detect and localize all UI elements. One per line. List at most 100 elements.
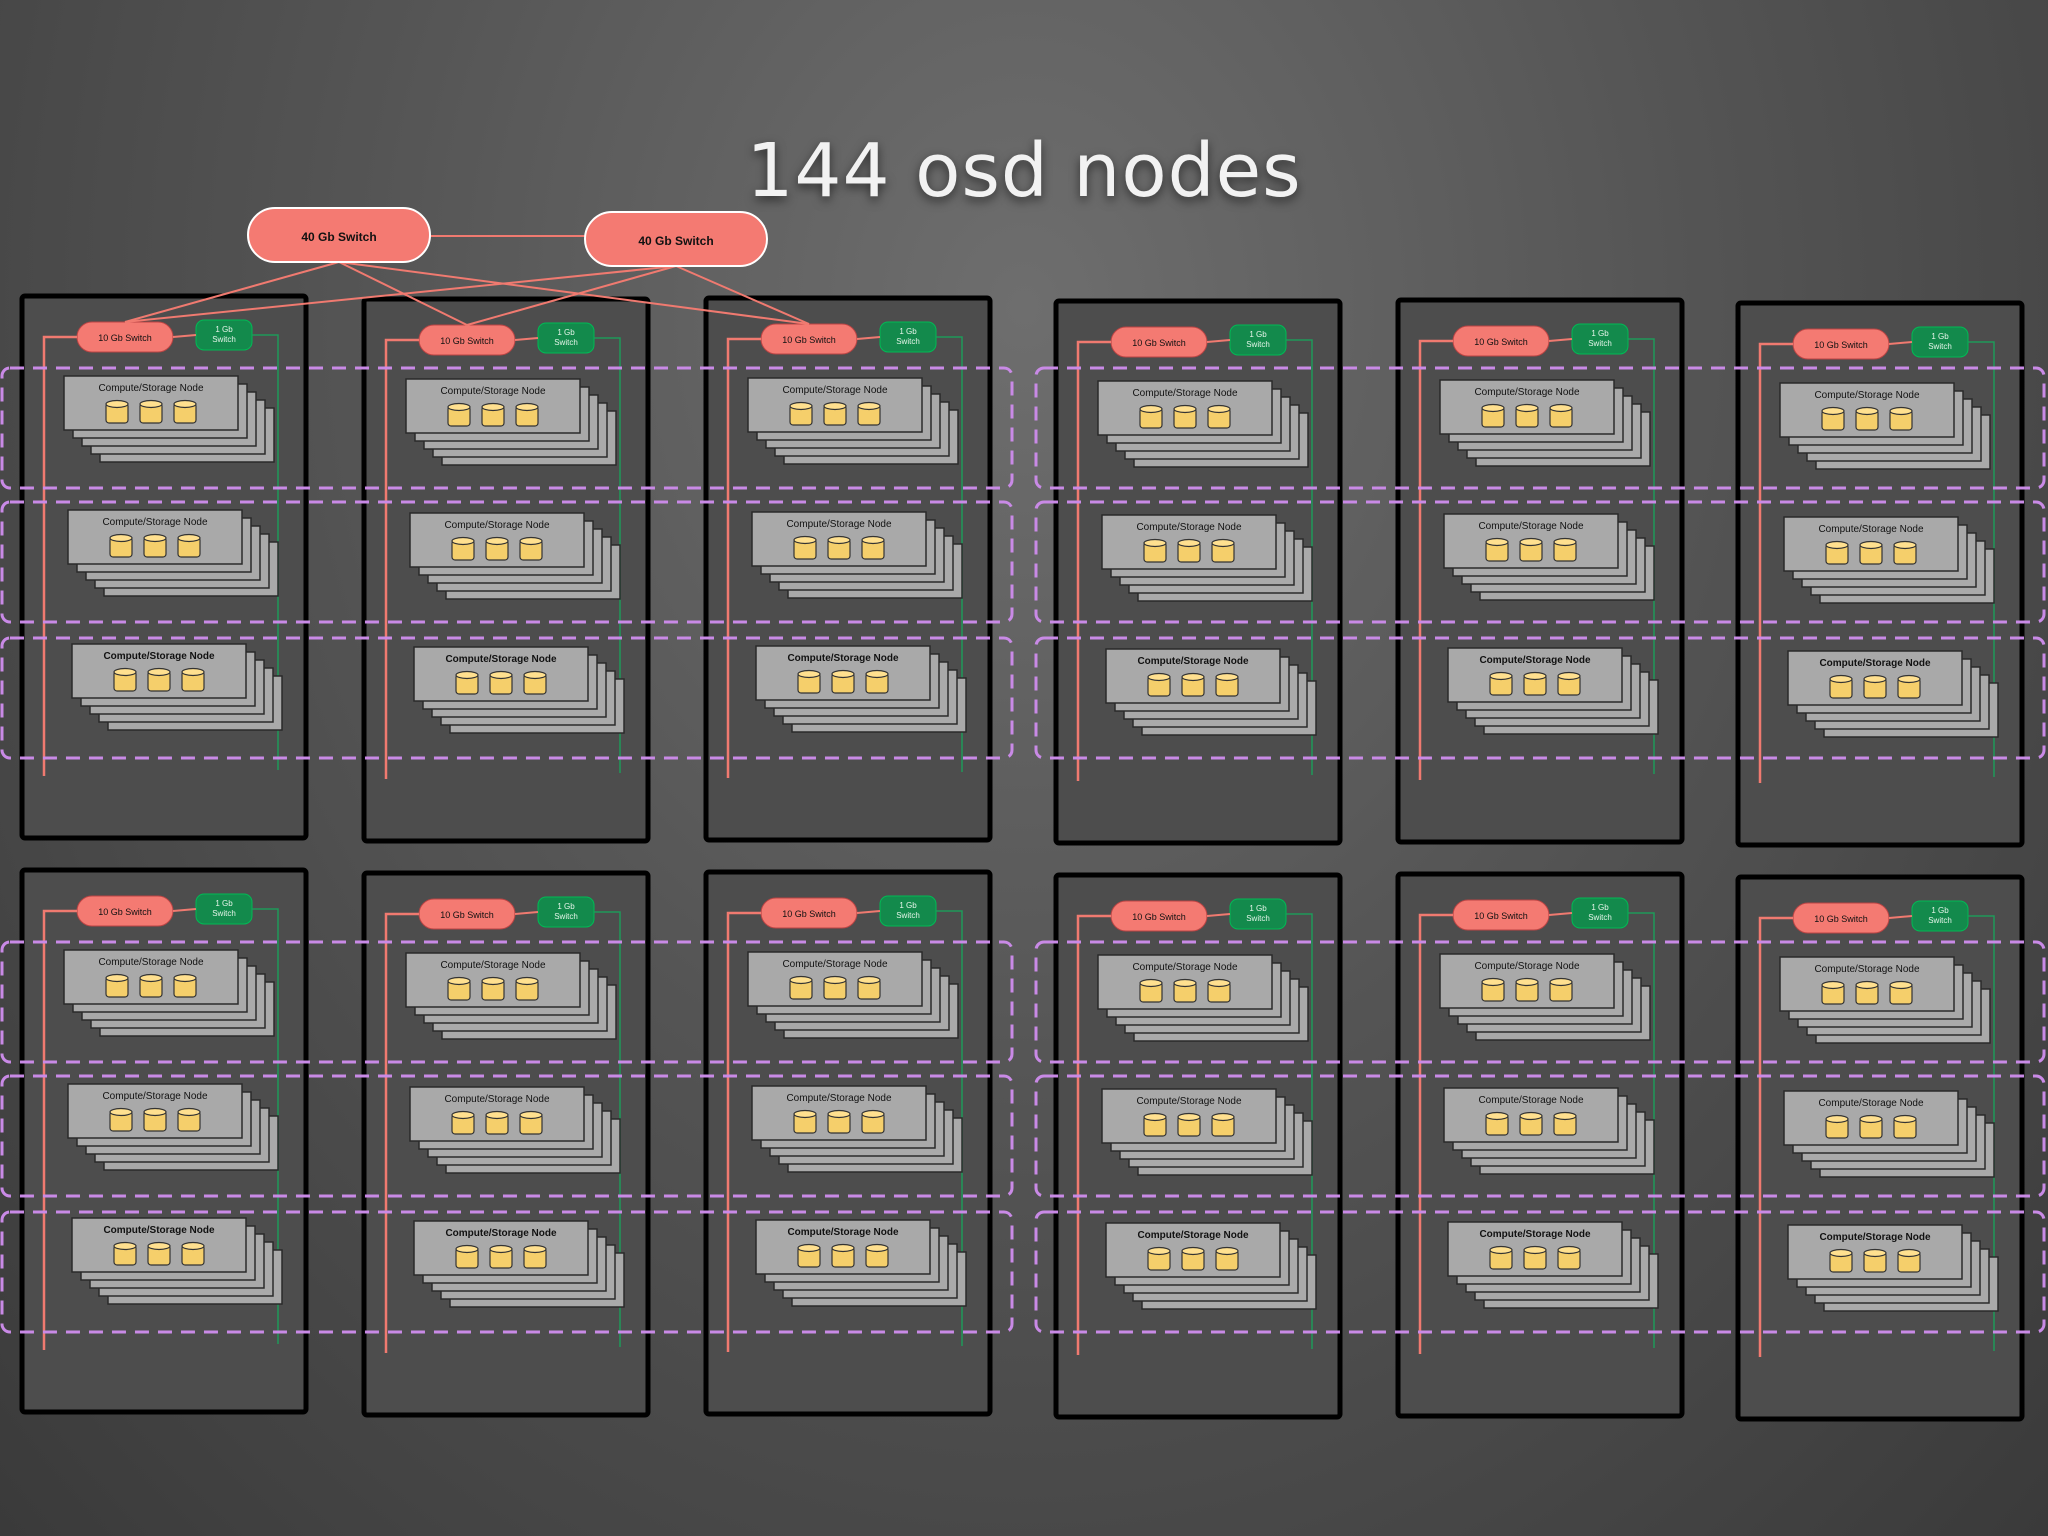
- node-stack: Compute/Storage Node: [67, 509, 279, 597]
- disk-icon: [1481, 403, 1505, 428]
- tor-switch-label: 10 Gb Switch: [440, 910, 494, 920]
- switch-link: [1888, 915, 1913, 919]
- node-label: Compute/Storage Node: [787, 653, 899, 664]
- disk-icon: [823, 401, 847, 426]
- tor-switch-label: 10 Gb Switch: [98, 907, 152, 917]
- mgmt-switch-label-line2: Switch: [1588, 913, 1612, 922]
- disk-icon: [1211, 1112, 1235, 1137]
- disk-icon: [1143, 1112, 1167, 1137]
- disk-icon: [451, 536, 475, 561]
- disk-icon: [1825, 1114, 1849, 1139]
- node-label: Compute/Storage Node: [440, 386, 546, 397]
- tor-switch-label: 10 Gb Switch: [1814, 340, 1868, 350]
- disk-icon: [1177, 538, 1201, 563]
- failure-domain-band: [1034, 940, 2046, 1064]
- disk-icon: [789, 401, 813, 426]
- node-label: Compute/Storage Node: [103, 1225, 215, 1236]
- disk-icon: [515, 402, 539, 427]
- disk-icon: [1519, 537, 1543, 562]
- tor-switch-label: 10 Gb Switch: [1814, 914, 1868, 924]
- failure-domain-band: [0, 366, 1014, 490]
- disk-icon: [1523, 671, 1547, 696]
- disk-icon: [1143, 538, 1167, 563]
- core-uplink: [124, 265, 677, 323]
- disk-icon: [519, 536, 543, 561]
- tor-switch-label: 10 Gb Switch: [1474, 911, 1528, 921]
- node-label: Compute/Storage Node: [1474, 387, 1580, 398]
- node-stack: Compute/Storage Node: [1101, 514, 1313, 602]
- disk-icon: [105, 973, 129, 998]
- mgmt-uplink-line: [936, 336, 963, 772]
- switch-link: [1888, 341, 1913, 345]
- node-label: Compute/Storage Node: [782, 959, 888, 970]
- node-label: Compute/Storage Node: [445, 1228, 557, 1239]
- mgmt-switch-label-line1: 1 Gb: [899, 327, 917, 336]
- disk-icon: [1489, 671, 1513, 696]
- node-label: Compute/Storage Node: [1137, 1230, 1249, 1241]
- node-label: Compute/Storage Node: [102, 1091, 208, 1102]
- disk-icon: [797, 1243, 821, 1268]
- disk-icon: [1821, 980, 1845, 1005]
- node-stack: Compute/Storage Node: [1439, 379, 1651, 467]
- node-stack: Compute/Storage Node: [1447, 647, 1659, 735]
- disk-icon: [455, 1244, 479, 1269]
- disk-icon: [793, 1109, 817, 1134]
- disk-icon: [1181, 1246, 1205, 1271]
- switch-link: [1206, 339, 1231, 343]
- mgmt-switch-label-line1: 1 Gb: [1249, 904, 1267, 913]
- node-stack: Compute/Storage Node: [1787, 1224, 1999, 1312]
- failure-domain-band: [0, 1074, 1014, 1198]
- tor-switch-label: 10 Gb Switch: [1474, 337, 1528, 347]
- node-label: Compute/Storage Node: [786, 519, 892, 530]
- disk-icon: [1855, 980, 1879, 1005]
- disk-icon: [1821, 406, 1845, 431]
- disk-icon: [1173, 978, 1197, 1003]
- disk-icon: [139, 973, 163, 998]
- disk-icon: [485, 1110, 509, 1135]
- switch-link: [172, 908, 197, 912]
- failure-domain-band: [0, 1210, 1014, 1334]
- node-label: Compute/Storage Node: [444, 1094, 550, 1105]
- disk-icon: [827, 1109, 851, 1134]
- node-stack: Compute/Storage Node: [1779, 956, 1991, 1044]
- core-switch-label: 40 Gb Switch: [301, 230, 376, 244]
- disk-icon: [1523, 1245, 1547, 1270]
- node-stack: Compute/Storage Node: [63, 949, 275, 1037]
- disk-icon: [1893, 1114, 1917, 1139]
- node-stack: Compute/Storage Node: [1439, 953, 1651, 1041]
- disk-icon: [1557, 1245, 1581, 1270]
- mgmt-uplink-line: [594, 337, 621, 773]
- disk-icon: [147, 1241, 171, 1266]
- tor-switch-label: 10 Gb Switch: [1132, 338, 1186, 348]
- disk-icon: [1177, 1112, 1201, 1137]
- disk-icon: [1515, 403, 1539, 428]
- mgmt-switch-label-line2: Switch: [1588, 339, 1612, 348]
- data-uplink-line: [384, 912, 419, 1353]
- mgmt-switch-label-line1: 1 Gb: [1591, 329, 1609, 338]
- disk-icon: [1863, 674, 1887, 699]
- tor-switch-label: 10 Gb Switch: [440, 336, 494, 346]
- disk-icon: [455, 670, 479, 695]
- mgmt-uplink-line: [1968, 341, 1995, 777]
- node-stack: Compute/Storage Node: [413, 646, 625, 734]
- disk-icon: [1557, 671, 1581, 696]
- mgmt-uplink-line: [252, 334, 279, 770]
- disk-icon: [481, 976, 505, 1001]
- node-stack: Compute/Storage Node: [1105, 648, 1317, 736]
- disk-icon: [113, 667, 137, 692]
- disk-icon: [1215, 1246, 1239, 1271]
- node-stack: Compute/Storage Node: [409, 1086, 621, 1174]
- data-uplink-line: [42, 909, 77, 1350]
- disk-icon: [1859, 540, 1883, 565]
- mgmt-uplink-line: [936, 910, 963, 1346]
- disk-icon: [447, 402, 471, 427]
- tor-switch-label: 10 Gb Switch: [98, 333, 152, 343]
- node-label: Compute/Storage Node: [440, 960, 546, 971]
- disk-icon: [1897, 1248, 1921, 1273]
